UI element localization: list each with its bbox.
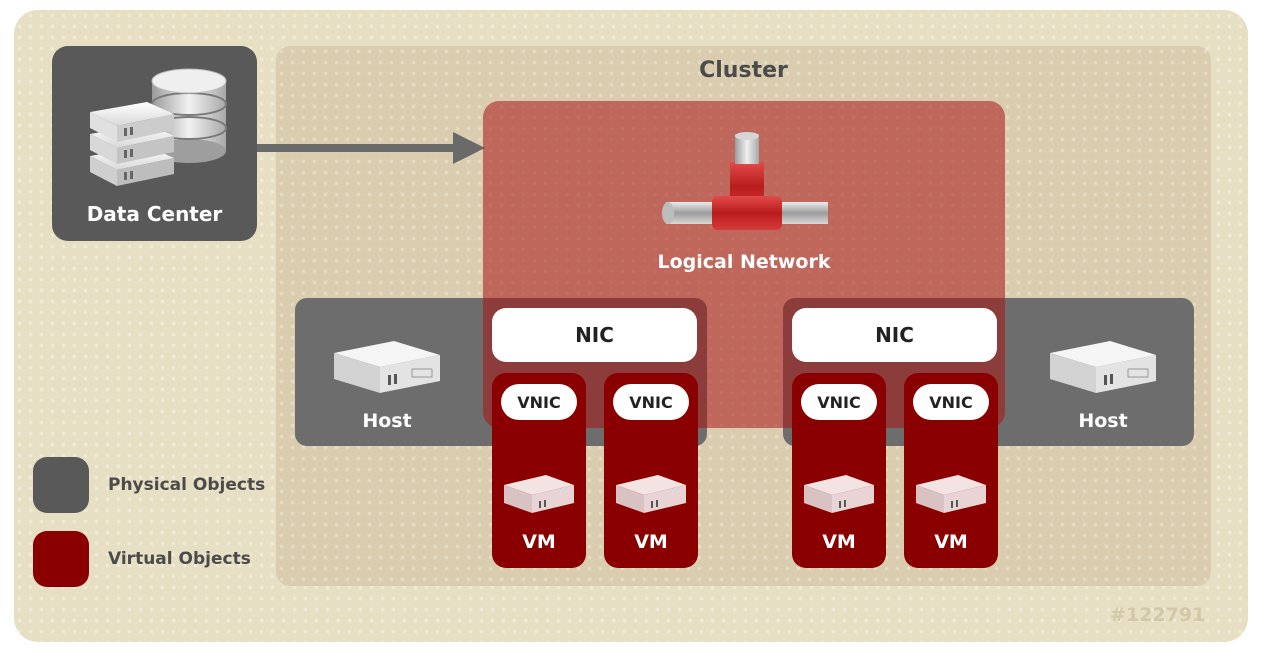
arrow-connector xyxy=(257,132,485,164)
data-center-box xyxy=(52,46,257,241)
host-right-server-icon xyxy=(1050,341,1156,393)
vnic-badge: VNIC xyxy=(801,384,877,420)
vnic-badge: VNIC xyxy=(501,384,577,420)
vm-card: VNIC VM xyxy=(492,373,586,568)
data-center-icon xyxy=(90,68,227,186)
vnic-badge: VNIC xyxy=(613,384,689,420)
vm-label: VM xyxy=(934,531,968,553)
vm-server-icon xyxy=(916,475,986,513)
vm-server-icon xyxy=(616,475,686,513)
vm-label: VM xyxy=(522,531,556,553)
data-center-label: Data Center xyxy=(86,202,223,226)
image-id-label: #122791 xyxy=(1110,604,1206,626)
host-left-label: Host xyxy=(362,410,412,432)
vm-card: VNIC VM xyxy=(792,373,886,568)
vm-server-icon xyxy=(804,475,874,513)
vm-card: VNIC VM xyxy=(904,373,998,568)
logical-network-label: Logical Network xyxy=(657,251,831,273)
vnic-badge: VNIC xyxy=(913,384,989,420)
nic-left: NIC xyxy=(492,308,697,362)
legend-label-physical: Physical Objects xyxy=(108,475,266,495)
host-left-server-icon xyxy=(334,341,440,393)
legend-swatch-physical xyxy=(33,457,89,513)
vm-server-icon xyxy=(504,475,574,513)
cluster-title: Cluster xyxy=(699,58,788,83)
nic-right: NIC xyxy=(792,308,997,362)
vm-label: VM xyxy=(822,531,856,553)
logical-network-icon xyxy=(662,132,828,230)
legend-label-virtual: Virtual Objects xyxy=(108,549,251,569)
host-right-label: Host xyxy=(1078,410,1128,432)
vm-label: VM xyxy=(634,531,668,553)
legend-swatch-virtual xyxy=(33,531,89,587)
vm-card: VNIC VM xyxy=(604,373,698,568)
